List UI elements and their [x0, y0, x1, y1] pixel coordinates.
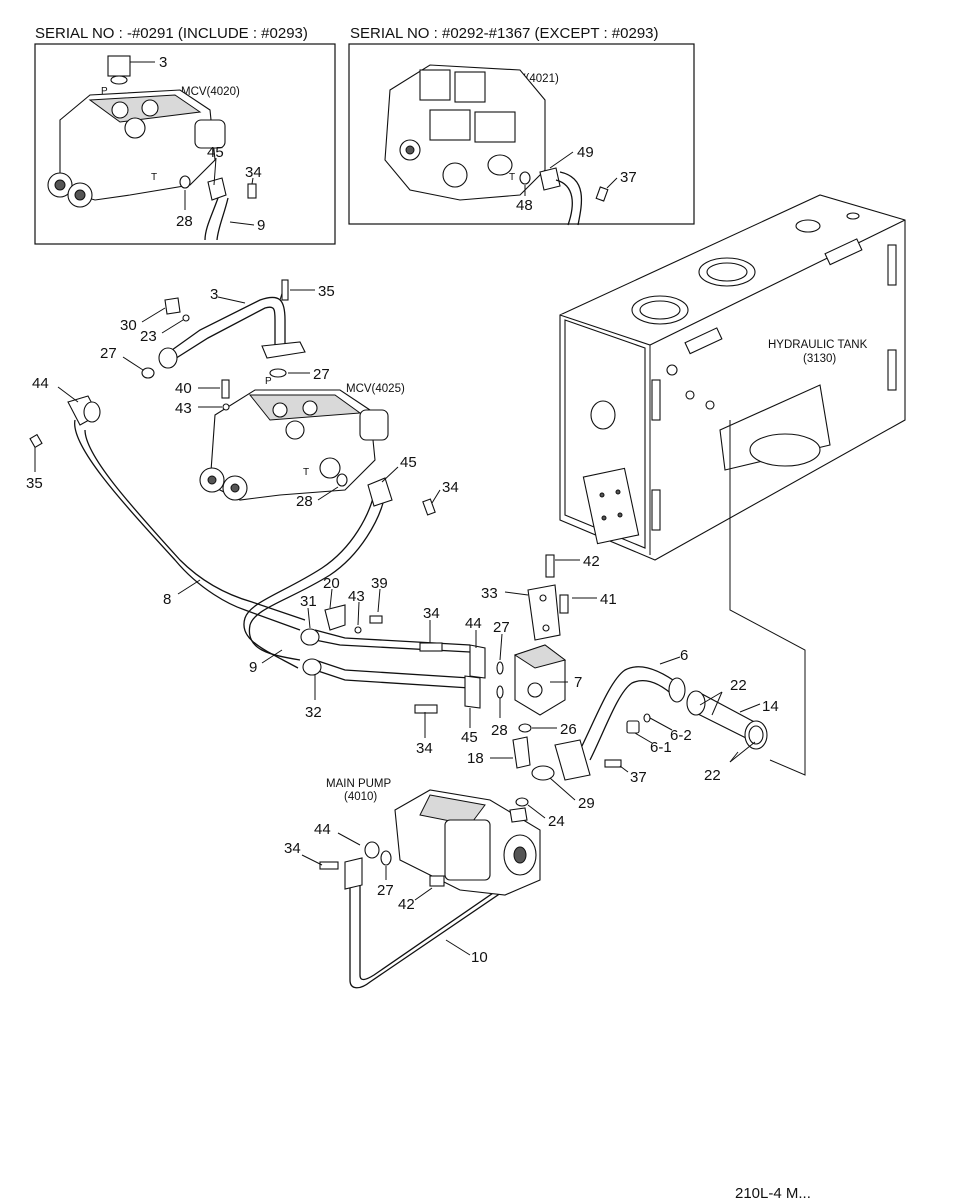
footer-code: 210L-4 M... [735, 1185, 811, 1200]
callout-6: 6 [680, 647, 688, 664]
callout-34-bottom: 34 [416, 740, 433, 757]
callout-45-mid: 45 [461, 729, 478, 746]
callout-3-main: 3 [210, 286, 218, 303]
callout-23: 23 [140, 328, 157, 345]
mcv-4020-drawing: P T [47, 55, 257, 241]
inset1-callouts: 3 45 34 28 9 [130, 54, 265, 234]
pipe-8 [67, 395, 306, 631]
callout-27-left: 27 [100, 345, 117, 362]
port-t-inset1: T [151, 172, 157, 183]
callout-6-2: 6-2 [670, 727, 692, 744]
callout-45-main: 45 [400, 454, 417, 471]
port-t-main: T [303, 467, 309, 478]
callout-22-top: 22 [730, 677, 747, 694]
callout-27-right: 27 [313, 366, 330, 383]
callout-35-left: 35 [26, 475, 43, 492]
pipe-9 [243, 477, 393, 669]
callout-35-top: 35 [318, 283, 335, 300]
callout-49-inset2: 49 [577, 144, 594, 161]
callout-24: 24 [548, 813, 565, 830]
bracket-33 [527, 554, 569, 641]
callout-26: 26 [560, 721, 577, 738]
mcv-4021-drawing: T [384, 64, 609, 226]
callout-29: 29 [578, 795, 595, 812]
callout-40: 40 [175, 380, 192, 397]
callout-44-mid: 44 [465, 615, 482, 632]
inset-serial-0291: SERIAL NO : -#0291 (INCLUDE : #0293) MCV… [34, 25, 336, 245]
inset-serial-0292-1367: SERIAL NO : #0292-#1367 (EXCEPT : #0293)… [348, 25, 695, 226]
callout-9-inset1: 9 [257, 217, 265, 234]
callout-34-inset1: 34 [245, 164, 262, 181]
callout-18: 18 [467, 750, 484, 767]
port-t-inset2: T [509, 172, 515, 183]
callout-33: 33 [481, 585, 498, 602]
inset-title-2: SERIAL NO : #0292-#1367 (EXCEPT : #0293) [350, 25, 659, 42]
callout-27-pump: 27 [377, 882, 394, 899]
mcv-4020-label: MCV(4020) [181, 86, 240, 98]
callout-30: 30 [120, 317, 137, 334]
callout-45-inset1: 45 [207, 144, 224, 161]
callout-10: 10 [471, 949, 488, 966]
hose-14 [686, 690, 768, 750]
callout-42-top: 42 [583, 553, 600, 570]
callout-27-mid: 27 [493, 619, 510, 636]
callout-37-main: 37 [630, 769, 647, 786]
callout-43-top: 43 [175, 400, 192, 417]
main-pump: MAIN PUMP (4010) [326, 778, 541, 896]
callout-44-left: 44 [32, 375, 49, 392]
callout-32: 32 [305, 704, 322, 721]
main-pump-label-line2: (4010) [344, 791, 377, 803]
callout-31: 31 [300, 593, 317, 610]
hydraulic-tank: HYDRAULIC TANK (3130) [559, 194, 906, 776]
callout-48-inset2: 48 [516, 197, 533, 214]
callout-3-inset1: 3 [159, 54, 167, 71]
callout-42-bottom: 42 [398, 896, 415, 913]
tank-label-line1: HYDRAULIC TANK [768, 339, 868, 351]
callout-7: 7 [574, 674, 582, 691]
main-pump-label-line1: MAIN PUMP [326, 778, 392, 790]
pipe-10 [344, 839, 523, 989]
callout-22-bottom: 22 [704, 767, 721, 784]
pipe-44-45-assembly [300, 628, 486, 709]
callout-28-mid: 28 [491, 722, 508, 739]
callout-8: 8 [163, 591, 171, 608]
pipe-3 [158, 279, 306, 369]
callout-41: 41 [600, 591, 617, 608]
inset-frame-2 [348, 43, 695, 225]
callout-37-inset2: 37 [620, 169, 637, 186]
callout-14: 14 [762, 698, 779, 715]
port-p-inset1: P [101, 86, 108, 97]
callout-28-main: 28 [296, 493, 313, 510]
callout-20: 20 [323, 575, 340, 592]
callout-6-1: 6-1 [650, 739, 672, 756]
port-p-main: P [265, 376, 272, 387]
callout-44-bottom: 44 [314, 821, 331, 838]
inset-frame-1 [34, 43, 336, 245]
tank-label-line2: (3130) [803, 353, 836, 365]
block-7 [513, 644, 567, 716]
inset-title-1: SERIAL NO : -#0291 (INCLUDE : #0293) [35, 25, 308, 42]
mcv-4025-label: MCV(4025) [346, 383, 405, 395]
callout-9-main: 9 [249, 659, 257, 676]
callout-39: 39 [371, 575, 388, 592]
mcv-4025: MCV(4025) P T [199, 376, 405, 501]
inset2-callouts: 49 37 48 [516, 144, 637, 214]
callout-28-inset1: 28 [176, 213, 193, 230]
callout-43-mid: 43 [348, 588, 365, 605]
callout-34-pump: 34 [284, 840, 301, 857]
callout-34-mid: 34 [423, 605, 440, 622]
callout-34-main: 34 [442, 479, 459, 496]
main-callouts: 35 3 30 23 27 27 40 43 44 35 45 34 28 42… [26, 283, 779, 966]
pipe-6 [554, 666, 686, 781]
